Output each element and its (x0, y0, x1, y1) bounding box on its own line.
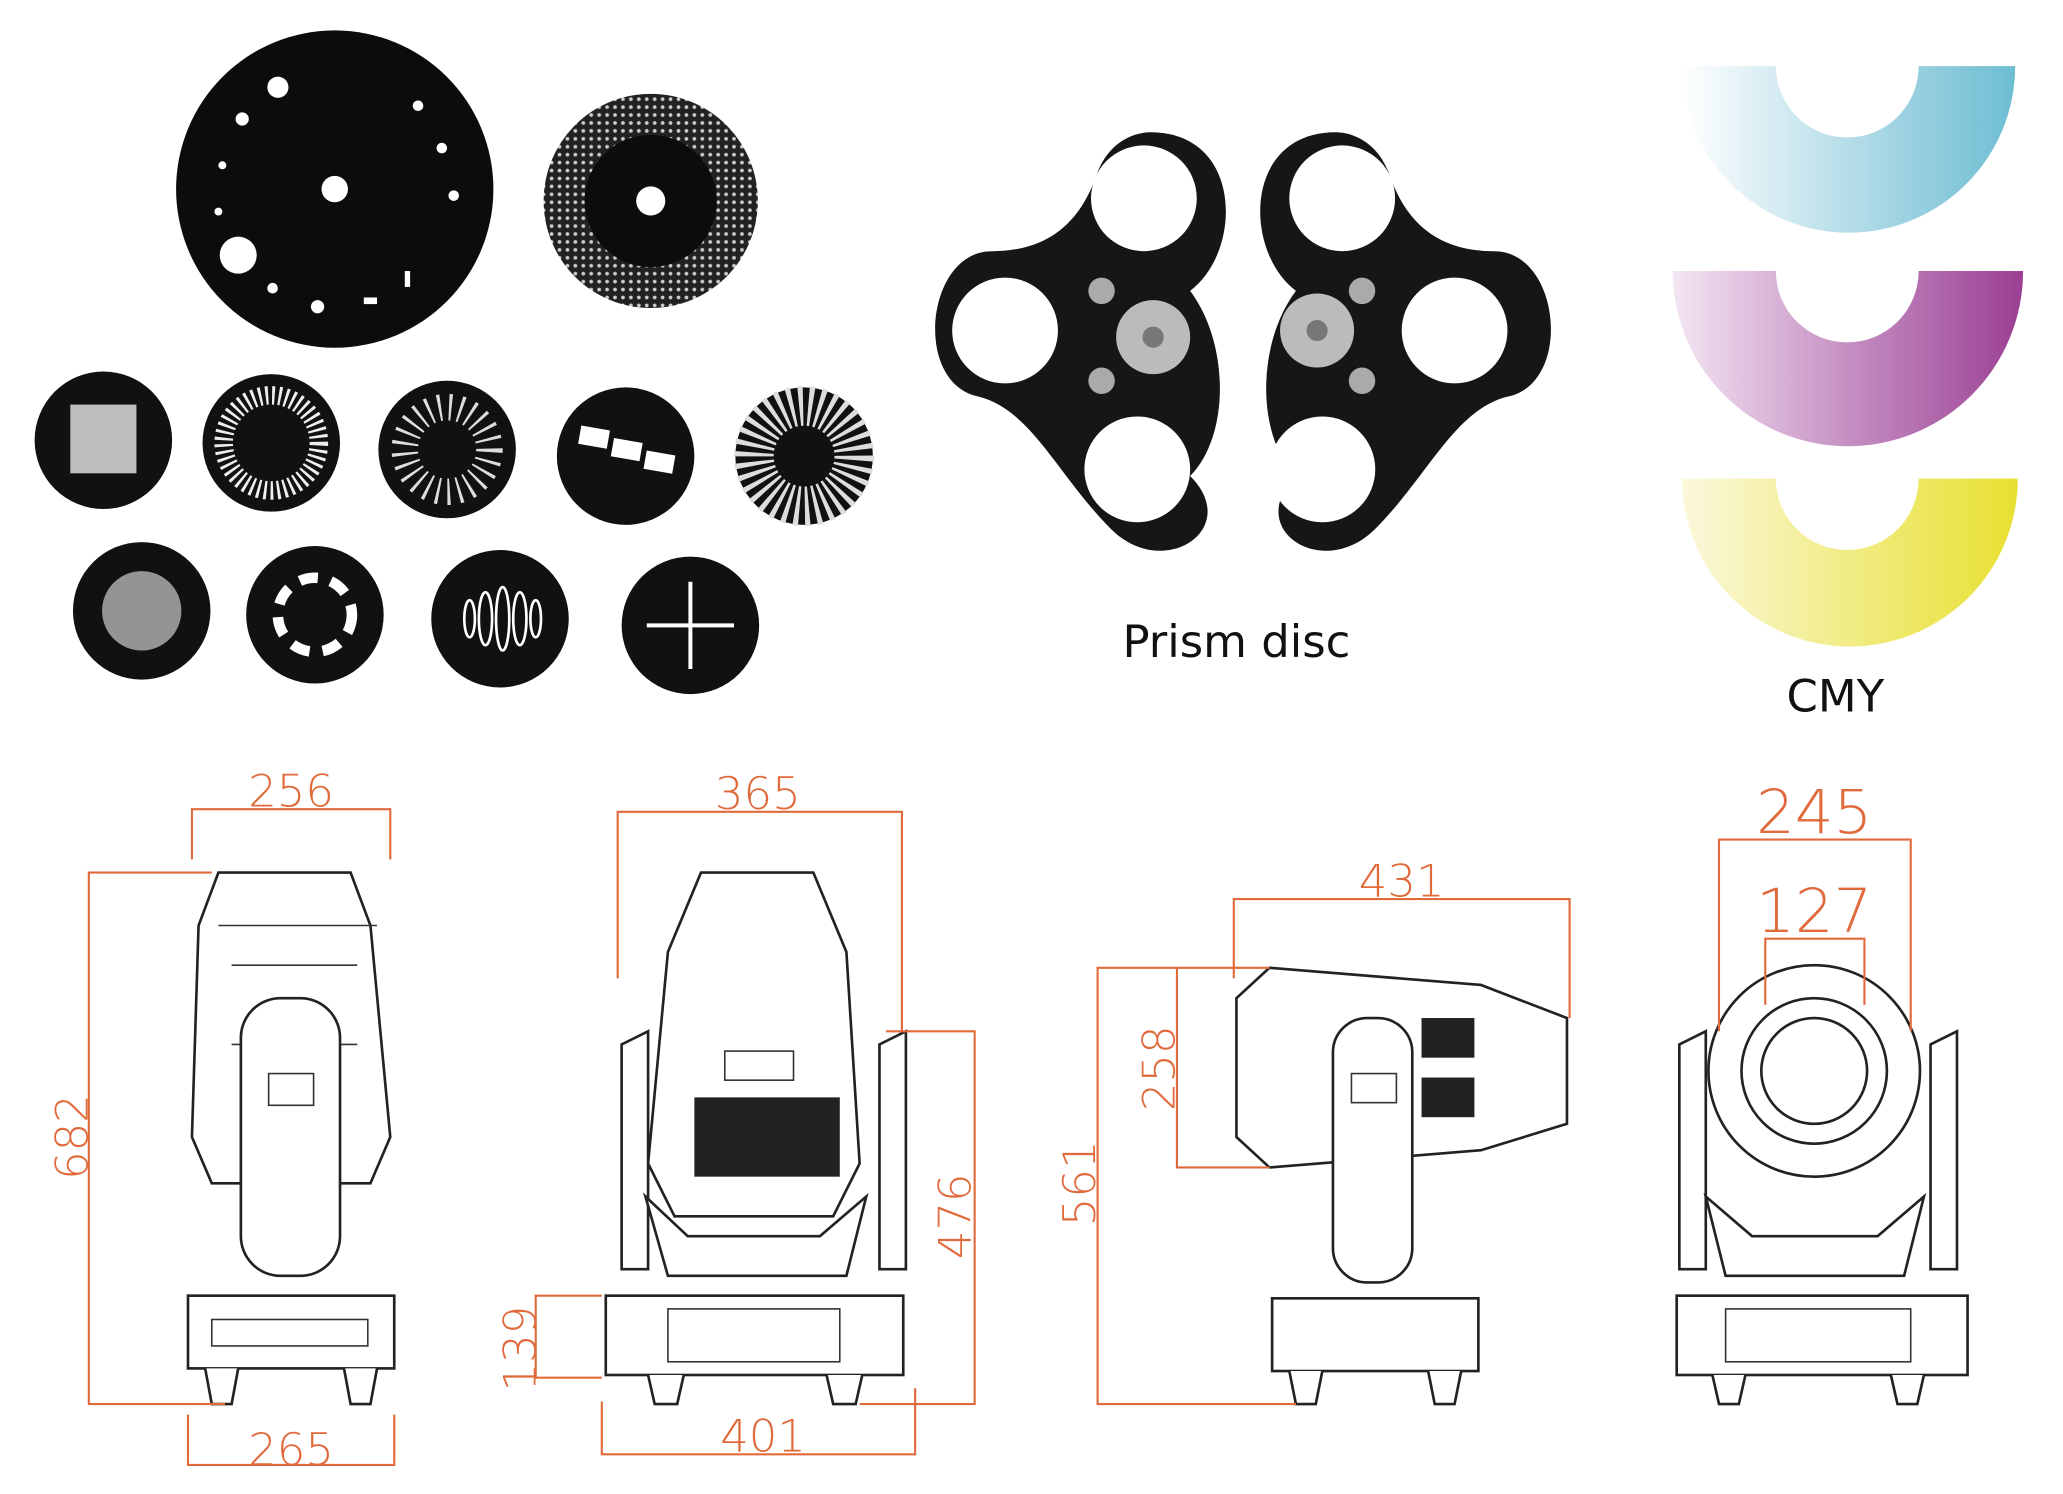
dim-139: 139 (494, 1306, 547, 1392)
dim-258: 258 (1132, 1025, 1185, 1111)
gobo-ovals (431, 550, 569, 688)
gobo-bars (556, 387, 695, 525)
gobo-scatter (378, 380, 516, 519)
fixture-tilted-view: 431 258 561 (1053, 854, 1571, 1406)
prism-disc-left (935, 132, 1226, 551)
dim-265: 265 (248, 1423, 334, 1476)
dim-245: 245 (1756, 778, 1872, 848)
dim-127: 127 (1756, 877, 1872, 947)
fixture-side-view: 256 265 682 (46, 764, 396, 1476)
gobo-dot-ring (202, 374, 341, 512)
dim-401: 401 (720, 1410, 806, 1463)
cmy-label: CMY (1787, 669, 1885, 722)
dim-365: 365 (715, 767, 801, 820)
gobo-splash (72, 542, 211, 680)
fixture-lens-view: 245 127 (1675, 778, 1969, 1406)
gobo-leaf (34, 371, 173, 510)
dim-561: 561 (1053, 1140, 1106, 1226)
dim-682: 682 (46, 1094, 99, 1180)
mesh-gobo-disc (543, 93, 758, 309)
gobo-set (34, 371, 875, 695)
dim-256: 256 (248, 764, 334, 817)
magenta-flag (1672, 271, 2024, 447)
gobo-wheel (176, 30, 494, 348)
fixture-front-view: 365 476 139 401 (494, 767, 982, 1463)
dim-431: 431 (1359, 854, 1445, 907)
dim-476: 476 (929, 1173, 982, 1259)
gobo-zebra (734, 386, 875, 527)
gobo-petals (246, 546, 384, 684)
cyan-flag (1681, 66, 2016, 233)
yellow-flag (1681, 478, 2018, 647)
prism-disc-label: Prism disc (1122, 615, 1350, 668)
prism-disc-right (1260, 132, 1551, 551)
gobo-cross (621, 556, 760, 695)
